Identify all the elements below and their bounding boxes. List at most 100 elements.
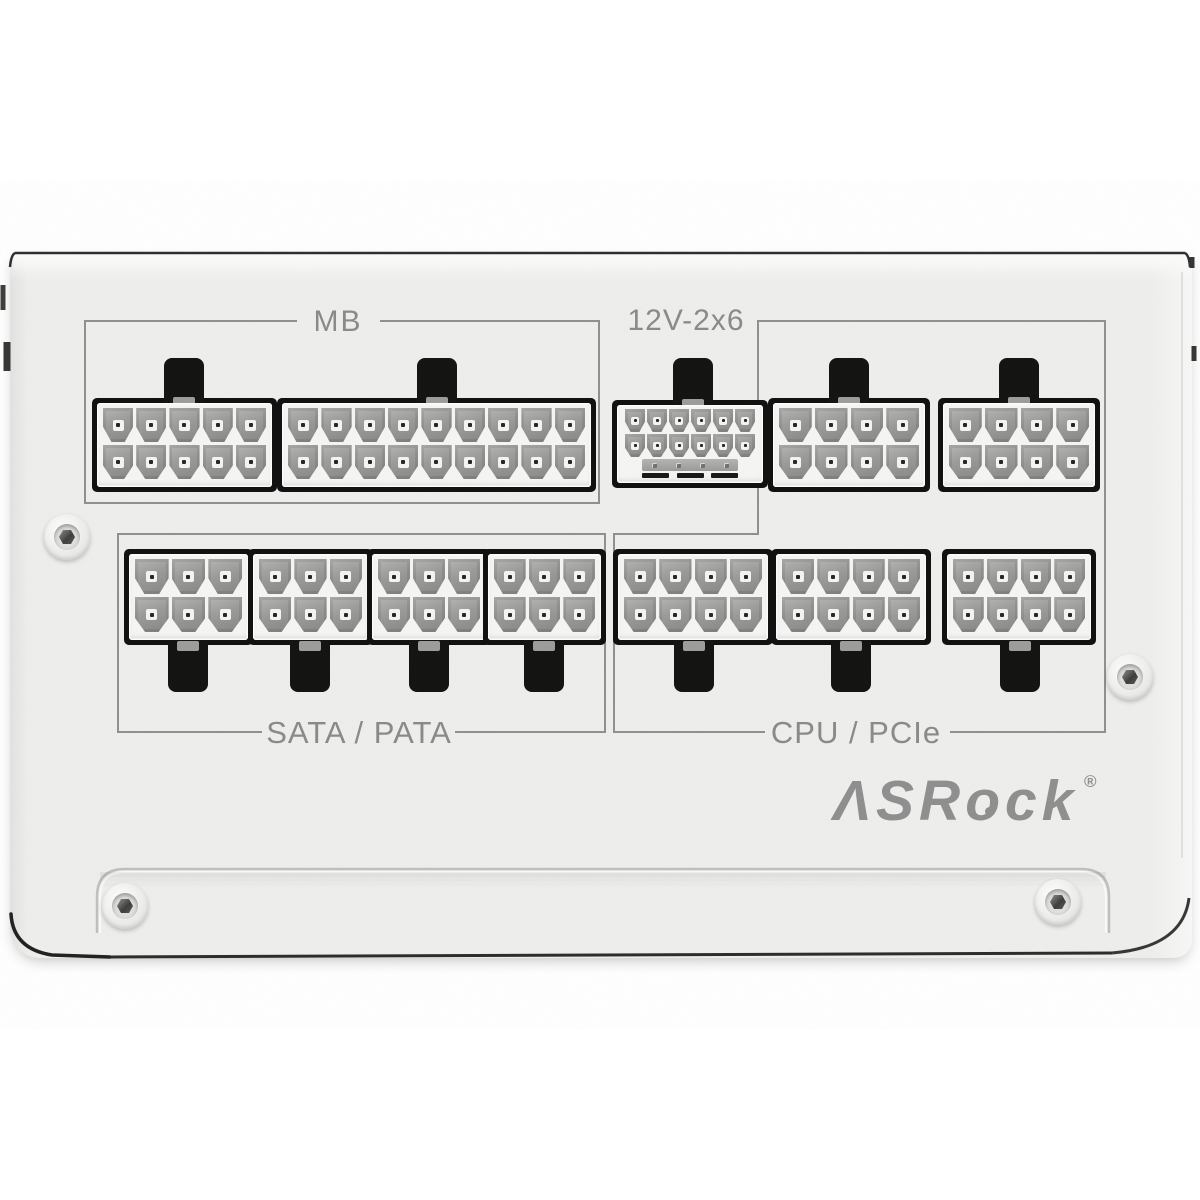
pin-socket <box>852 597 885 632</box>
pin-hole <box>564 419 576 431</box>
pin-socket <box>713 434 733 457</box>
pin-hole <box>146 571 158 582</box>
pin-socket <box>694 559 727 594</box>
pin-socket <box>294 597 327 632</box>
pin-socket <box>669 434 689 457</box>
pin-socket <box>169 408 200 442</box>
12v-2x6-16pin-socket <box>612 358 768 488</box>
pin-contact <box>462 574 466 579</box>
pin-hole <box>825 419 837 431</box>
pin-hole <box>827 571 839 582</box>
cpu-8pin-socket-1 <box>613 549 773 692</box>
pin-hole <box>653 441 661 450</box>
cable-clip-slot <box>417 358 457 408</box>
pin-contact <box>866 574 871 579</box>
pin-hole <box>146 609 158 620</box>
pin-contact <box>1067 612 1072 617</box>
pin-hole <box>573 609 585 620</box>
pin-contact <box>186 612 191 617</box>
pin-hole <box>792 609 804 620</box>
screw-left-edge <box>44 514 90 560</box>
pin-contact <box>966 574 971 579</box>
pin-hole <box>861 456 873 468</box>
sata-6pin-socket-3 <box>367 549 491 692</box>
pin-socket <box>208 597 242 632</box>
pin-socket <box>329 559 362 594</box>
pin-hole <box>269 571 281 582</box>
pin-contact <box>673 574 678 579</box>
pin-contact <box>427 612 431 617</box>
key-slot <box>676 473 704 478</box>
pin-contact <box>434 423 439 427</box>
pin-socket <box>321 445 352 479</box>
label-cpu-pcie: CPU / PCIe <box>770 715 942 750</box>
cpu-8pin-socket-2 <box>771 549 931 692</box>
pin-contact <box>116 423 121 427</box>
pin-hole <box>1030 571 1042 582</box>
pin-socket <box>259 559 292 594</box>
pin-socket <box>1020 597 1052 632</box>
pin-hole <box>182 609 194 620</box>
pin-hole <box>653 416 661 425</box>
pin-contact <box>999 423 1004 427</box>
pin-socket <box>321 408 352 442</box>
screw-recess <box>112 893 138 919</box>
pin-contact <box>721 419 725 422</box>
pin-hole <box>145 419 157 431</box>
connector-housing <box>773 403 925 487</box>
connector-housing <box>943 403 1095 487</box>
cable-clip-slot <box>524 640 564 692</box>
hex-socket <box>117 898 133 914</box>
pin-contact <box>633 444 637 447</box>
connector-housing <box>372 554 486 640</box>
pin-contact <box>334 460 339 464</box>
pin-contact <box>248 423 253 427</box>
key-slot <box>642 473 669 478</box>
pin-socket <box>563 559 595 594</box>
pin-contact <box>743 612 748 617</box>
pin-contact <box>699 444 703 447</box>
pin-contact <box>116 460 121 464</box>
connector-housing <box>129 554 248 640</box>
pin-contact <box>334 423 339 427</box>
pin-socket <box>136 445 167 479</box>
pin-hole <box>1031 456 1043 468</box>
pin-contact <box>1070 460 1075 464</box>
pin-socket <box>691 434 711 457</box>
pin-socket <box>136 408 167 442</box>
pin-contact <box>182 423 187 427</box>
pin-hole <box>330 456 342 468</box>
pin-contact <box>567 460 572 464</box>
pin-contact <box>1000 574 1005 579</box>
pin-socket <box>488 408 519 442</box>
pin-socket <box>669 409 689 432</box>
clip-latch <box>299 641 321 651</box>
pin-contact <box>721 444 725 447</box>
pin-contact <box>367 460 372 464</box>
pin-socket <box>288 445 319 479</box>
pin-socket <box>103 408 134 442</box>
clip-latch <box>177 641 199 651</box>
pin-socket <box>259 597 292 632</box>
pin-hole <box>634 609 646 620</box>
pin-grid <box>779 408 919 479</box>
pin-contact <box>567 423 572 427</box>
pin-hole <box>178 419 190 431</box>
pin-contact <box>401 460 406 464</box>
pin-hole <box>1031 419 1043 431</box>
pin-contact <box>963 460 968 464</box>
pin-socket <box>817 597 850 632</box>
connector-housing <box>947 554 1091 640</box>
pin-hole <box>697 416 705 425</box>
sense-pin <box>651 462 657 468</box>
pin-socket <box>1020 559 1052 594</box>
pin-grid <box>288 408 585 479</box>
pin-contact <box>534 460 539 464</box>
connector-housing <box>488 554 601 640</box>
sata-6pin-socket-4 <box>483 549 606 692</box>
asrock-logo-o-dot <box>985 807 994 816</box>
screw-recess <box>54 524 80 550</box>
pin-hole <box>1030 609 1042 620</box>
pin-hole <box>573 571 585 582</box>
pin-hole <box>740 609 752 620</box>
